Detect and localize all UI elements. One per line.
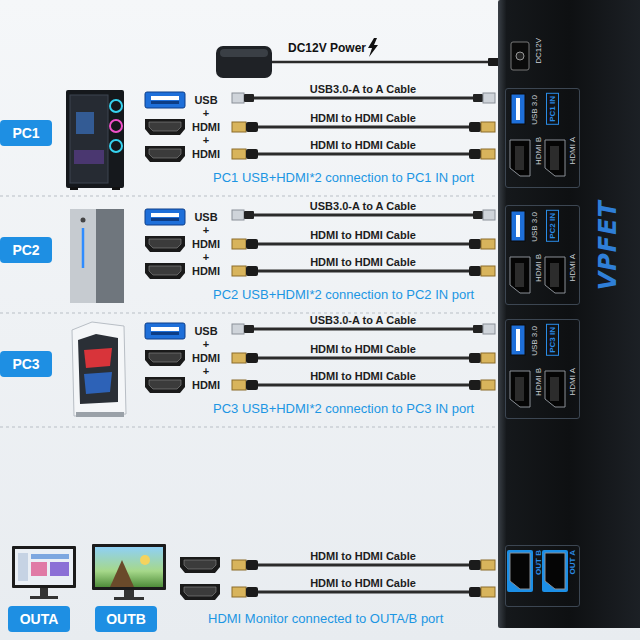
node-text: HDMI B (534, 254, 543, 282)
monitor-a (12, 546, 76, 599)
port-label: USB (186, 94, 226, 106)
node-text: USB 3.0 (530, 95, 539, 125)
node-text: PC3 IN (546, 324, 559, 356)
pc-tag: PC1 (0, 120, 52, 146)
output-tag: OUTB (95, 606, 157, 632)
port-label: HDMI (186, 265, 226, 277)
pc3-tower (72, 322, 126, 417)
port-label: HDMI (186, 148, 226, 160)
kvm-switch: VPFETPC1 INUSB 3.0HDMI AHDMI BPC2 INUSB … (498, 0, 640, 628)
cable-label: HDMI to HDMI Cable (263, 256, 463, 268)
output-tag: OUTA (8, 606, 70, 632)
pc2-tower (70, 209, 124, 303)
input-port-panel: PC2 IN USB 3.0HDMI A HDMI B (505, 205, 580, 305)
node-text: OUT A (568, 550, 577, 575)
cable-label: USB3.0-A to A Cable (263, 200, 463, 212)
port-label: + (186, 107, 226, 119)
connection-note: PC2 USB+HDMI*2 connection to PC2 IN port (213, 287, 474, 302)
cable-label: HDMI to HDMI Cable (263, 112, 463, 124)
node-text: PC1 IN (546, 93, 559, 125)
cable-label: USB3.0-A to A Cable (263, 83, 463, 95)
pc-tag: PC3 (0, 351, 52, 377)
port-label: HDMI (186, 238, 226, 250)
connection-note: PC1 USB+HDMI*2 connection to PC1 IN port (213, 170, 474, 185)
port-label: HDMI (186, 352, 226, 364)
input-port-panel: PC1 IN USB 3.0HDMI A HDMI B (505, 88, 580, 188)
lightning-symbol (368, 38, 378, 57)
input-port-panel: PC3 IN USB 3.0HDMI A HDMI B (505, 319, 580, 419)
port-label: USB (186, 325, 226, 337)
pc1-tower (66, 90, 124, 190)
node-text: HDMI B (534, 368, 543, 396)
node-text: PC1 (12, 125, 39, 141)
power-label: DC12V Power (288, 41, 366, 55)
node-text: OUT B (534, 550, 543, 575)
connection-note: PC3 USB+HDMI*2 connection to PC3 IN port (213, 401, 474, 416)
port-label: HDMI (186, 121, 226, 133)
node-text: HDMI B (534, 137, 543, 165)
output-port-panel: OUT A OUT B (505, 545, 580, 607)
cable-label: HDMI to HDMI Cable (263, 343, 463, 355)
connection-note: HDMI Monitor connected to OUTA/B port (208, 611, 443, 626)
port-label: HDMI (186, 379, 226, 391)
node-text: PC2 (12, 242, 39, 258)
node-text: PC3 (12, 356, 39, 372)
port-label: + (186, 365, 226, 377)
port-label: + (186, 338, 226, 350)
node-text: PC2 IN (546, 210, 559, 242)
monitor-b (92, 544, 166, 600)
node-text: VPFET (594, 200, 622, 290)
node-text: HDMI A (568, 254, 577, 282)
separator-lines (0, 196, 496, 427)
cable-label: HDMI to HDMI Cable (263, 550, 463, 562)
cable-label: HDMI to HDMI Cable (263, 577, 463, 589)
cable-label: HDMI to HDMI Cable (263, 229, 463, 241)
output-row (180, 557, 495, 600)
node-text: OUTA (20, 611, 59, 627)
port-label: + (186, 134, 226, 146)
node-text: HDMI A (568, 368, 577, 396)
port-label: DC12V (534, 38, 543, 64)
port-label: + (186, 224, 226, 236)
cable-label: HDMI to HDMI Cable (263, 139, 463, 151)
port-label: + (186, 251, 226, 263)
cable-label: USB3.0-A to A Cable (263, 314, 463, 326)
cable-label: HDMI to HDMI Cable (263, 370, 463, 382)
pc-tag: PC2 (0, 237, 52, 263)
node-text: HDMI A (568, 137, 577, 165)
node-text: OUTB (106, 611, 146, 627)
node-text: USB 3.0 (530, 212, 539, 242)
node-text: USB 3.0 (530, 326, 539, 356)
port-label: USB (186, 211, 226, 223)
